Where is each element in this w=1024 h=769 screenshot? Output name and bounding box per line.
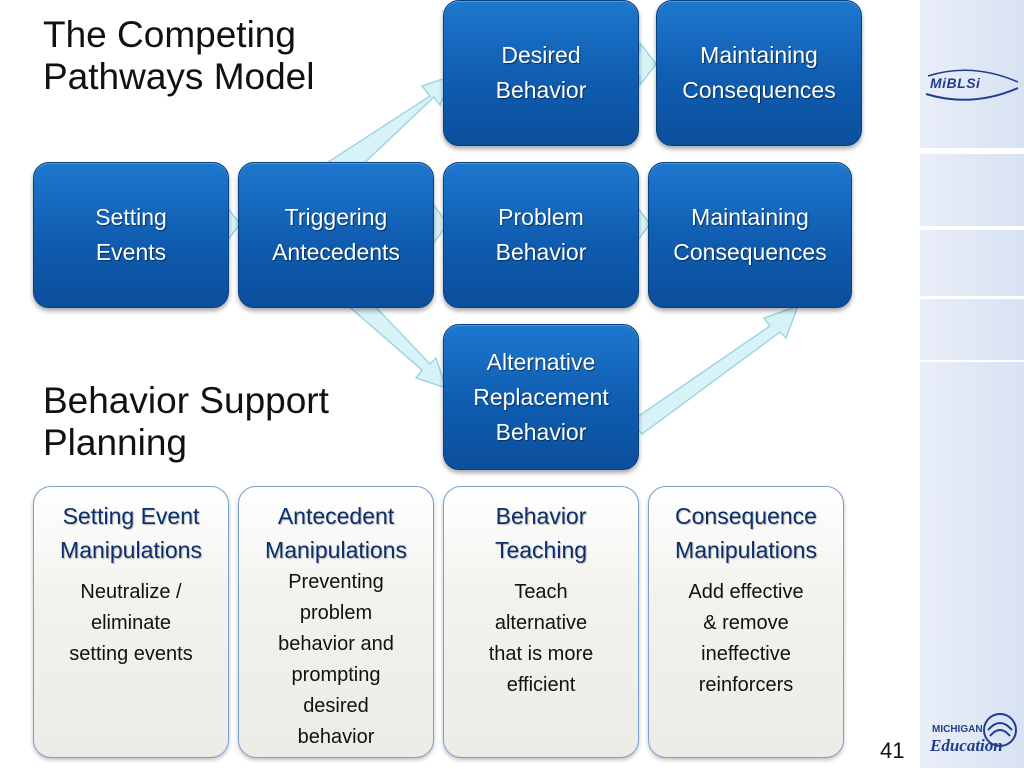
- panel-body-line: alternative: [494, 612, 588, 634]
- alternative-replacement-behavior-box: Alternative Replacement Behavior: [443, 324, 639, 470]
- box-label-line: Behavior: [495, 239, 587, 265]
- page-number: 41: [880, 738, 905, 763]
- sidebar-stripe: [920, 226, 1024, 230]
- box-label-line: Replacement: [473, 383, 609, 410]
- panel-body-line: behavior: [297, 726, 375, 748]
- box-label-line: Behavior: [495, 77, 587, 103]
- panel-heading: Setting Event Manipulations: [34, 499, 228, 567]
- box-label-line: Alternative: [486, 348, 596, 375]
- maintaining-consequences-top-box: Maintaining Consequences: [656, 0, 862, 146]
- section-title: Behavior Support Planning: [43, 380, 329, 464]
- panel-body: Preventing problem behavior and promptin…: [239, 567, 433, 753]
- sidebar-background: [920, 0, 1024, 768]
- panel-body-line: Teach: [514, 581, 568, 603]
- slide-title: The Competing Pathways Model: [43, 14, 314, 98]
- panel-heading-line: Manipulations: [675, 537, 817, 563]
- box-label: Desired Behavior: [496, 38, 587, 108]
- panel-body-line: Add effective: [688, 581, 804, 603]
- box-label: Problem Behavior: [496, 200, 587, 270]
- panel-body-line: prompting: [291, 664, 381, 686]
- panel-body-line: efficient: [506, 674, 576, 696]
- panel-body-line: setting events: [69, 643, 193, 665]
- panel-body-line: Neutralize /: [80, 581, 182, 603]
- box-label-line: Maintaining: [691, 204, 809, 230]
- section-title-line: Behavior Support: [43, 380, 329, 421]
- panel-heading: Antecedent Manipulations: [239, 499, 433, 567]
- box-label: Maintaining Consequences: [673, 200, 826, 270]
- panel-antecedent-manipulations: Antecedent Manipulations Preventing prob…: [238, 486, 434, 758]
- panel-body: Add effective & remove ineffective reinf…: [649, 577, 843, 701]
- panel-body-line: ineffective: [701, 643, 791, 665]
- michigan-logo-text: MICHIGAN: [932, 724, 983, 735]
- panel-body-line: behavior and: [278, 633, 394, 655]
- box-label-line: Setting: [95, 204, 167, 230]
- slide-title-line: The Competing: [43, 14, 296, 55]
- maintaining-consequences-mid-box: Maintaining Consequences: [648, 162, 852, 308]
- box-label-line: Consequences: [673, 239, 827, 265]
- panel-body-line: & remove: [703, 612, 789, 634]
- box-label-line: Events: [95, 239, 167, 265]
- desired-behavior-box: Desired Behavior: [443, 0, 639, 146]
- panel-consequence-manipulations: Consequence Manipulations Add effective …: [648, 486, 844, 758]
- triggering-antecedents-box: Triggering Antecedents: [238, 162, 434, 308]
- panel-body-line: desired: [303, 695, 369, 717]
- sidebar-stripe: [920, 296, 1024, 299]
- sidebar-stripe: [920, 148, 1024, 154]
- panel-heading-line: Behavior: [495, 503, 587, 529]
- panel-heading-line: Antecedent: [277, 503, 395, 529]
- panel-body-line: reinforcers: [698, 674, 794, 696]
- panel-heading-line: Setting Event: [62, 503, 200, 529]
- box-label-line: Consequences: [682, 77, 836, 103]
- panel-behavior-teaching: Behavior Teaching Teach alternative that…: [443, 486, 639, 758]
- panel-body-line: Preventing: [288, 571, 384, 593]
- panel-heading-line: Consequence: [675, 503, 817, 529]
- box-label-line: Triggering: [284, 204, 388, 230]
- panel-body-line: problem: [299, 602, 373, 624]
- panel-body: Teach alternative that is more efficient: [444, 577, 638, 701]
- setting-events-box: Setting Events: [33, 162, 229, 308]
- box-label-line: Maintaining: [700, 42, 818, 68]
- education-logo-text: Education: [930, 736, 1003, 755]
- box-label-line: Desired: [501, 42, 581, 68]
- section-title-line: Planning: [43, 422, 188, 463]
- panel-heading: Behavior Teaching: [444, 499, 638, 567]
- slide-title-line: Pathways Model: [43, 56, 315, 97]
- arrow-alternative-to-maintaining: [628, 304, 800, 435]
- michigan-education-logo: [928, 712, 1020, 764]
- panel-heading: Consequence Manipulations: [649, 499, 843, 567]
- sidebar-stripe: [920, 360, 1024, 362]
- panel-body-line: eliminate: [90, 612, 172, 634]
- problem-behavior-box: Problem Behavior: [443, 162, 639, 308]
- box-label: Setting Events: [95, 200, 167, 270]
- panel-body-line: that is more: [488, 643, 594, 665]
- miblsi-logo-text: MiBLSi: [930, 75, 981, 91]
- box-label-line: Behavior: [495, 418, 587, 445]
- box-label-line: Antecedents: [272, 239, 400, 265]
- miblsi-logo: [922, 64, 1022, 106]
- panel-heading-line: Teaching: [494, 537, 588, 563]
- panel-setting-event-manipulations: Setting Event Manipulations Neutralize /…: [33, 486, 229, 758]
- box-label: Maintaining Consequences: [682, 38, 835, 108]
- box-label: Triggering Antecedents: [272, 200, 400, 270]
- panel-heading-line: Manipulations: [265, 537, 407, 563]
- box-label-line: Problem: [498, 204, 584, 230]
- panel-body: Neutralize / eliminate setting events: [34, 577, 228, 670]
- box-label: Alternative Replacement Behavior: [473, 345, 609, 450]
- panel-heading-line: Manipulations: [60, 537, 202, 563]
